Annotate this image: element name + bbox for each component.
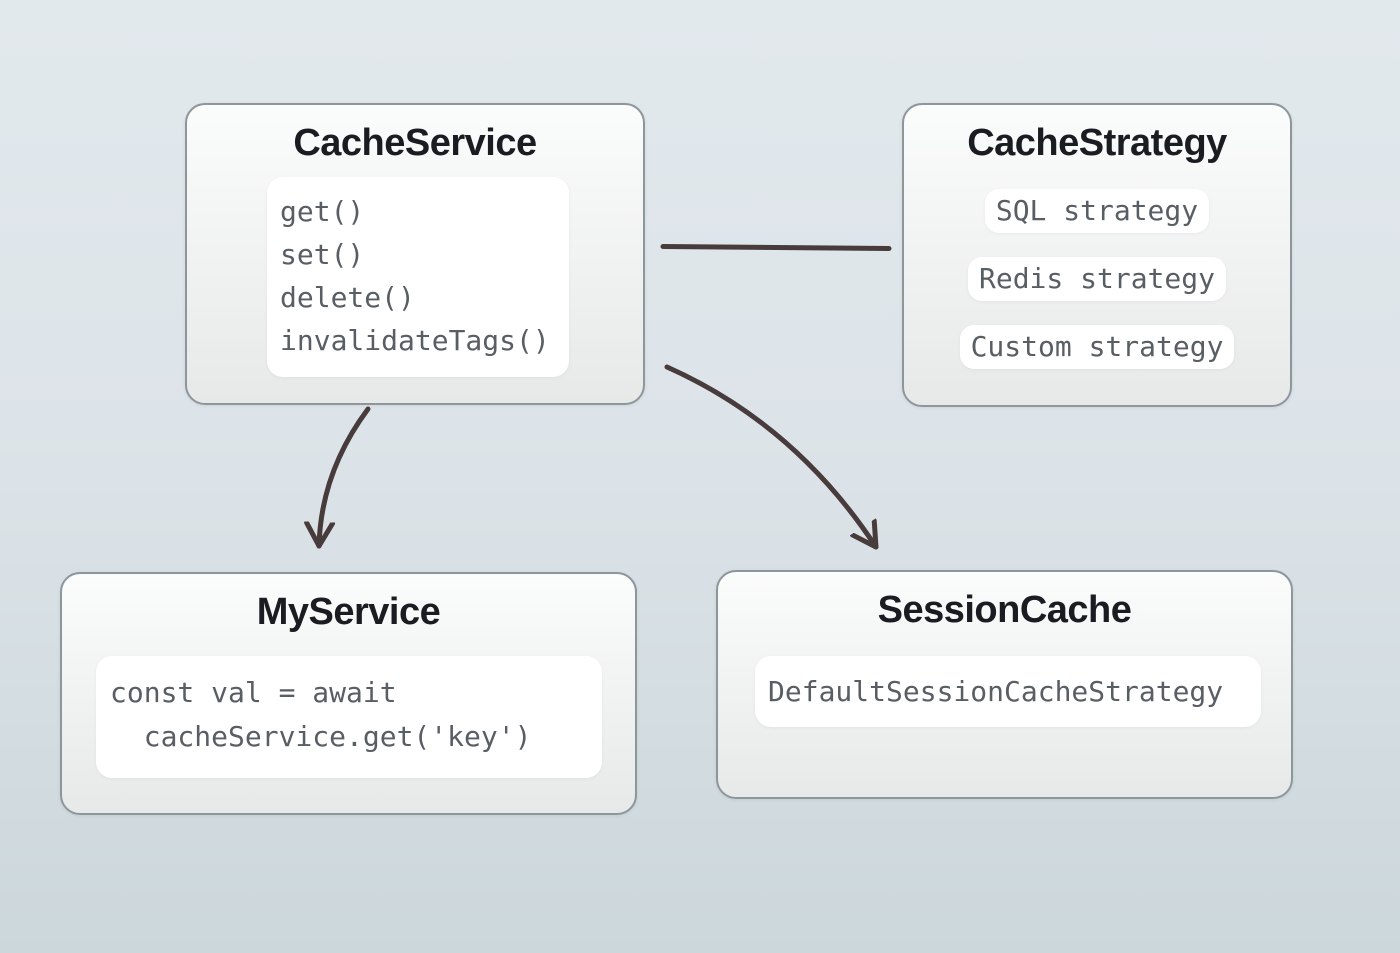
node-my-service: MyService const val = await cacheService… — [60, 572, 637, 815]
node-session-cache: SessionCache DefaultSessionCacheStrategy — [716, 570, 1293, 799]
code-line-cacheservice-get: cacheService.get('key') — [110, 720, 532, 753]
strategy-pill-stack: SQL strategy Redis strategy Custom strat… — [904, 189, 1290, 369]
cache-strategy-title: CacheStrategy — [967, 122, 1227, 164]
method-delete: delete() — [280, 281, 415, 314]
cache-service-title: CacheService — [293, 122, 537, 164]
code-line-const-await: const val = await — [110, 676, 397, 709]
session-cache-code-panel: DefaultSessionCacheStrategy — [755, 656, 1261, 727]
strategy-pill-redis: Redis strategy — [967, 257, 1226, 301]
strategy-pill-sql: SQL strategy — [984, 189, 1210, 233]
node-cache-strategy: CacheStrategy SQL strategy Redis strateg… — [902, 103, 1292, 407]
my-service-code-panel: const val = await cacheService.get('key'… — [96, 656, 602, 778]
node-cache-service: CacheService get() set() delete() invali… — [185, 103, 645, 405]
edge-cacheservice-cachestrategy — [660, 244, 892, 251]
method-set: set() — [280, 238, 365, 271]
my-service-title: MyService — [256, 591, 441, 633]
method-get: get() — [280, 195, 365, 228]
strategy-pill-custom: Custom strategy — [959, 325, 1235, 369]
session-cache-title: SessionCache — [877, 589, 1132, 631]
method-invalidate-tags: invalidateTags() — [280, 324, 550, 357]
cache-service-methods-panel: get() set() delete() invalidateTags() — [267, 177, 569, 377]
code-default-session-cache-strategy: DefaultSessionCacheStrategy — [768, 675, 1224, 708]
edge-cacheservice-myservice-arrow — [319, 406, 371, 549]
edge-cacheservice-sessioncache-arrow — [664, 364, 879, 550]
